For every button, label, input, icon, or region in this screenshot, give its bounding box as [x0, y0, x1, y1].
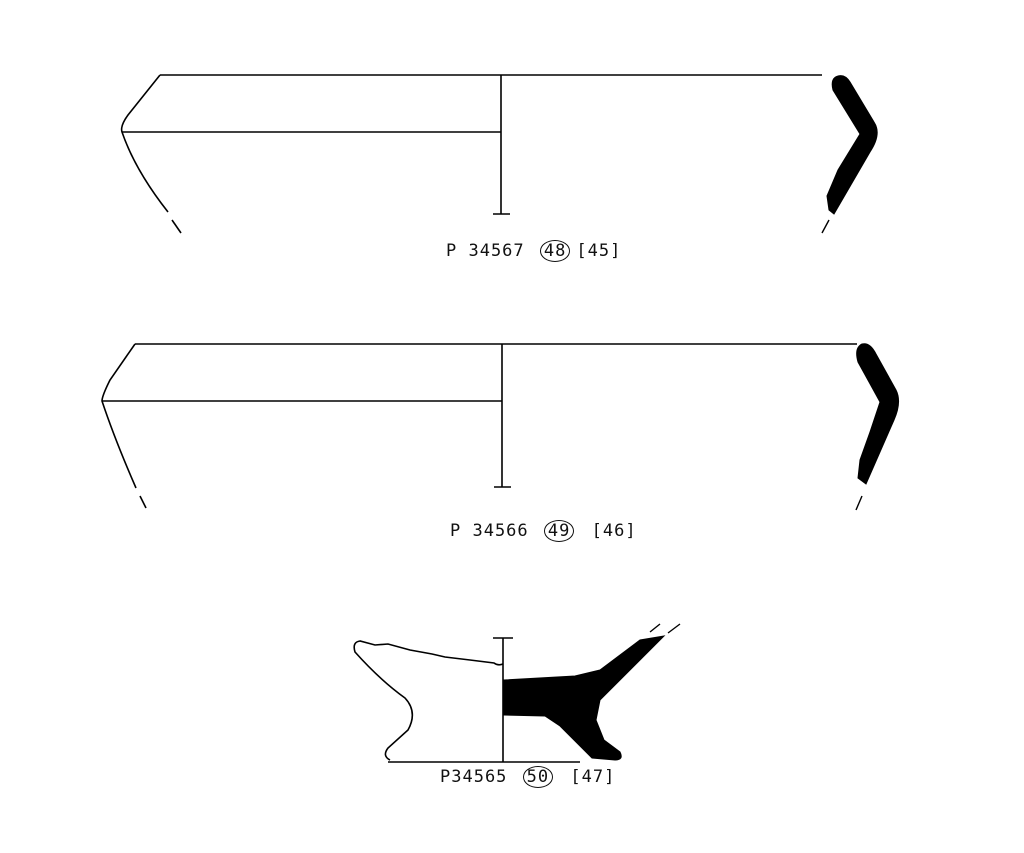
vessel-1-profile — [120, 74, 822, 234]
catalogue-number: P 34566 — [450, 521, 529, 541]
bracket-number: [45] — [576, 241, 622, 261]
vessel-1-section — [826, 75, 878, 215]
vessel-3-section-break — [649, 623, 681, 634]
vessel-3-label: P34565 50 [47] — [440, 766, 615, 788]
circled-figure-number: 50 — [522, 766, 554, 788]
vessel-1-label: P 34567 48[45] — [446, 240, 621, 262]
bracket-number: [47] — [570, 767, 616, 787]
vessel-2-section-break — [855, 495, 863, 511]
vessel-2-section — [856, 343, 900, 485]
bracket-number: [46] — [591, 521, 637, 541]
vessel-3-section — [503, 635, 666, 761]
catalogue-number: P34565 — [440, 767, 508, 787]
vessel-1-section-break — [821, 219, 830, 234]
circled-figure-number: 49 — [543, 520, 575, 542]
circled-figure-number: 48 — [539, 240, 571, 262]
vessel-3-profile — [353, 637, 580, 763]
vessel-2-label: P 34566 49 [46] — [450, 520, 637, 542]
vessel-2-profile — [101, 343, 857, 509]
catalogue-number: P 34567 — [446, 241, 525, 261]
